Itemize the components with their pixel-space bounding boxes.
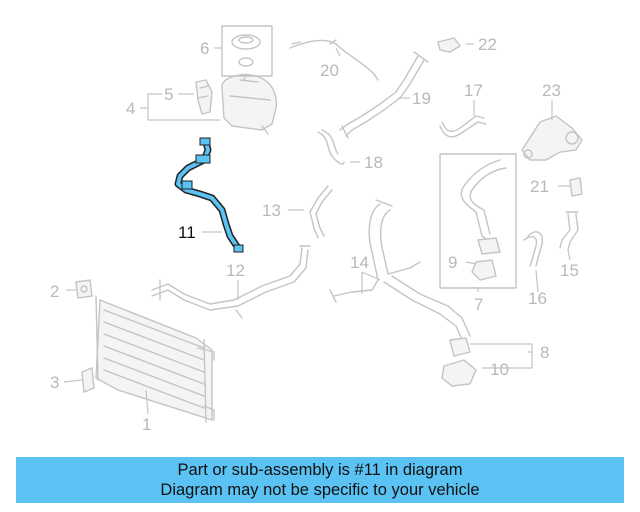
pipe-part-14 bbox=[329, 199, 471, 341]
callout-22: 22 bbox=[478, 35, 497, 54]
callout-6: 6 bbox=[200, 39, 209, 58]
radiator-part-1 bbox=[95, 295, 215, 423]
hose-part-15 bbox=[559, 211, 579, 251]
callout-7: 7 bbox=[474, 295, 483, 314]
fitting-part-21 bbox=[569, 177, 583, 197]
pipe-part-12 bbox=[151, 245, 311, 319]
banner-line-1: Part or sub-assembly is #11 in diagram bbox=[177, 461, 463, 479]
callout-18: 18 bbox=[364, 153, 383, 172]
callout-1: 1 bbox=[142, 415, 151, 434]
callout-13: 13 bbox=[262, 201, 281, 220]
hose-part-19 bbox=[339, 51, 429, 139]
hose-part-18 bbox=[317, 129, 345, 165]
hose-part-20 bbox=[289, 39, 379, 81]
callout-12: 12 bbox=[226, 261, 245, 280]
callout-17: 17 bbox=[464, 81, 483, 100]
callout-23: 23 bbox=[542, 81, 561, 100]
leader-lines bbox=[63, 43, 571, 415]
callout-16: 16 bbox=[528, 289, 547, 308]
expansion-tank-part-4 bbox=[221, 73, 277, 135]
callout-10: 10 bbox=[490, 360, 509, 379]
callout-11: 11 bbox=[178, 223, 196, 242]
callout-2: 2 bbox=[50, 282, 59, 301]
callout-9: 9 bbox=[448, 253, 457, 272]
callout-19: 19 bbox=[412, 89, 431, 108]
callout-14: 14 bbox=[350, 253, 369, 272]
hose-part-16 bbox=[523, 231, 543, 267]
callout-15: 15 bbox=[560, 261, 579, 280]
bracket-part-2 bbox=[75, 279, 93, 299]
callout-20: 20 bbox=[320, 61, 339, 80]
callout-3: 3 bbox=[50, 373, 59, 392]
fitting-part-10 bbox=[441, 337, 477, 387]
callout-8: 8 bbox=[540, 343, 549, 362]
callout-4: 4 bbox=[126, 99, 135, 118]
banner-line-2: Diagram may not be specific to your vehi… bbox=[160, 481, 480, 499]
info-banner: Part or sub-assembly is #11 in diagram D… bbox=[16, 457, 624, 503]
clip-part-3 bbox=[81, 367, 95, 393]
callout-21: 21 bbox=[530, 177, 549, 196]
fitting-part-22 bbox=[437, 37, 462, 53]
hose-part-17 bbox=[439, 115, 487, 138]
callout-5: 5 bbox=[164, 85, 173, 104]
hose-part-5 bbox=[195, 79, 213, 115]
hose-part-13 bbox=[309, 185, 333, 239]
cap-part-6 bbox=[221, 25, 273, 77]
housing-part-23 bbox=[521, 115, 583, 161]
hose-part-11-highlighted bbox=[174, 137, 244, 253]
